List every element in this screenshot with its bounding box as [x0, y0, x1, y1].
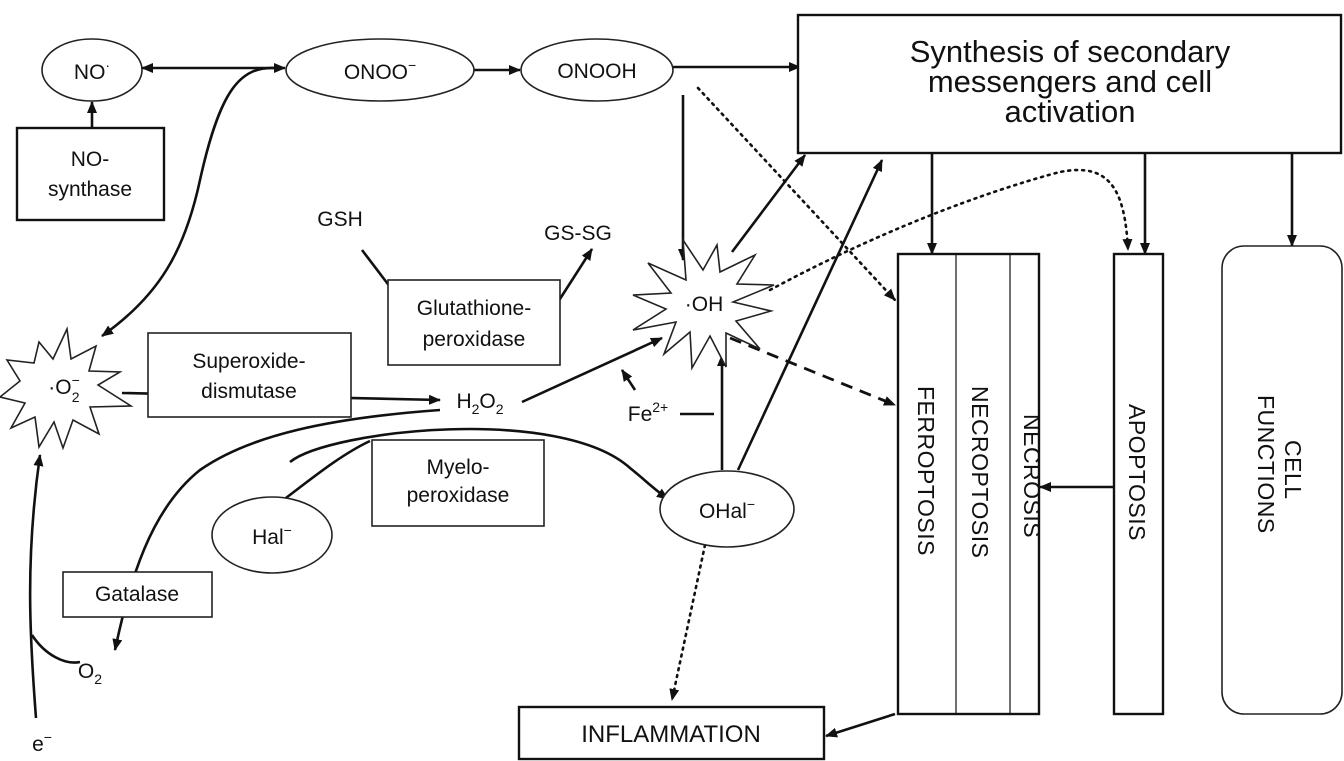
- svg-text:INFLAMMATION: INFLAMMATION: [581, 721, 761, 748]
- arrow-ohal-synthesis: [736, 159, 884, 471]
- svg-text:synthase: synthase: [48, 178, 132, 201]
- node-no: NO·: [41, 38, 143, 102]
- arrow-ohal-inflammation: [669, 543, 707, 702]
- arrow-onooh-ferroptosis: [696, 86, 897, 302]
- svg-text:OHal−: OHal−: [699, 496, 755, 523]
- arrow-onoo-superoxide: [101, 66, 277, 338]
- svg-text:Glutathione-: Glutathione-: [417, 297, 531, 320]
- label-o2: O2: [78, 660, 102, 687]
- svg-text:FUNCTIONS: FUNCTIONS: [1253, 395, 1279, 534]
- arrow-fe-hydroxyl: [620, 369, 637, 391]
- node-myeloperoxidase: Myelo- peroxidase: [371, 439, 545, 527]
- svg-text:NO·: NO·: [74, 57, 110, 84]
- svg-text:·OH: ·OH: [685, 293, 724, 316]
- svg-text:Hal−: Hal−: [252, 522, 292, 549]
- label-gssg: GS-SG: [544, 222, 612, 245]
- line-hal: [277, 439, 371, 506]
- arrow-mpo-ohal: [289, 427, 669, 501]
- arrow-hydroxyl-apoptosis: [768, 168, 1133, 292]
- node-glutathione-peroxidase: Glutathione- peroxidase: [387, 279, 561, 366]
- label-necroptosis: NECROPTOSIS: [967, 386, 993, 559]
- svg-text:Synthesis of secondary: Synthesis of secondary: [910, 34, 1231, 69]
- arrow-hydroxyl-synthesis: [730, 154, 807, 253]
- arrow-ferroptosis-inflammation: [825, 712, 896, 738]
- svg-text:messengers and cell: messengers and cell: [928, 64, 1212, 99]
- line-to-o2: [30, 634, 81, 664]
- node-hydroxyl-radical: ·OH: [632, 237, 775, 371]
- node-onoo: ONOO−: [285, 38, 475, 102]
- node-apoptosis: APOPTOSIS: [1112, 252, 1165, 716]
- svg-text:·O−2: ·O−2: [48, 372, 80, 405]
- node-superoxide: ·O−2: [0, 326, 134, 451]
- arrow-hydroxyl-ferroptosis: [729, 336, 896, 407]
- svg-text:CELL: CELL: [1280, 440, 1306, 500]
- node-superoxide-dismutase: Superoxide- dismutase: [147, 332, 352, 418]
- node-synthesis: Synthesis of secondary messengers and ce…: [796, 13, 1343, 155]
- label-gsh: GSH: [317, 208, 363, 231]
- svg-text:Superoxide-: Superoxide-: [192, 350, 305, 373]
- arrow-h2o2-hydroxyl: [521, 336, 663, 404]
- node-cell-functions: CELL FUNCTIONS: [1221, 245, 1343, 715]
- svg-text:NO-: NO-: [71, 148, 110, 171]
- svg-text:activation: activation: [1005, 94, 1136, 129]
- node-inflammation: INFLAMMATION: [517, 705, 826, 761]
- node-onooh: ONOOH: [520, 38, 674, 102]
- arrow-electron-superoxide: [28, 454, 44, 719]
- svg-text:peroxidase: peroxidase: [423, 328, 526, 351]
- arrow-to-gssg: [556, 248, 594, 303]
- label-fe2: Fe2+: [628, 399, 668, 426]
- node-ohal: OHal−: [659, 470, 795, 548]
- svg-text:ONOOH: ONOOH: [557, 60, 636, 83]
- node-hal: Hal−: [211, 496, 333, 574]
- svg-text:APOPTOSIS: APOPTOSIS: [1124, 404, 1150, 541]
- label-ferroptosis: FERROPTOSIS: [913, 386, 939, 556]
- node-gatalase: Gatalase: [62, 571, 213, 618]
- label-necrosis: NECROSIS: [1019, 414, 1045, 538]
- svg-text:ONOO−: ONOO−: [344, 57, 416, 84]
- connectors: [28, 62, 1297, 738]
- svg-text:dismutase: dismutase: [201, 380, 297, 403]
- svg-text:peroxidase: peroxidase: [407, 484, 510, 507]
- node-cell-death-group: FERROPTOSIS NECROPTOSIS NECROSIS: [896, 252, 1045, 716]
- svg-text:Myelo-: Myelo-: [426, 456, 489, 479]
- svg-text:Gatalase: Gatalase: [95, 583, 179, 606]
- node-no-synthase: NO- synthase: [15, 126, 166, 222]
- label-electron: e−: [32, 729, 52, 756]
- label-h2o2: H2O2: [456, 390, 503, 417]
